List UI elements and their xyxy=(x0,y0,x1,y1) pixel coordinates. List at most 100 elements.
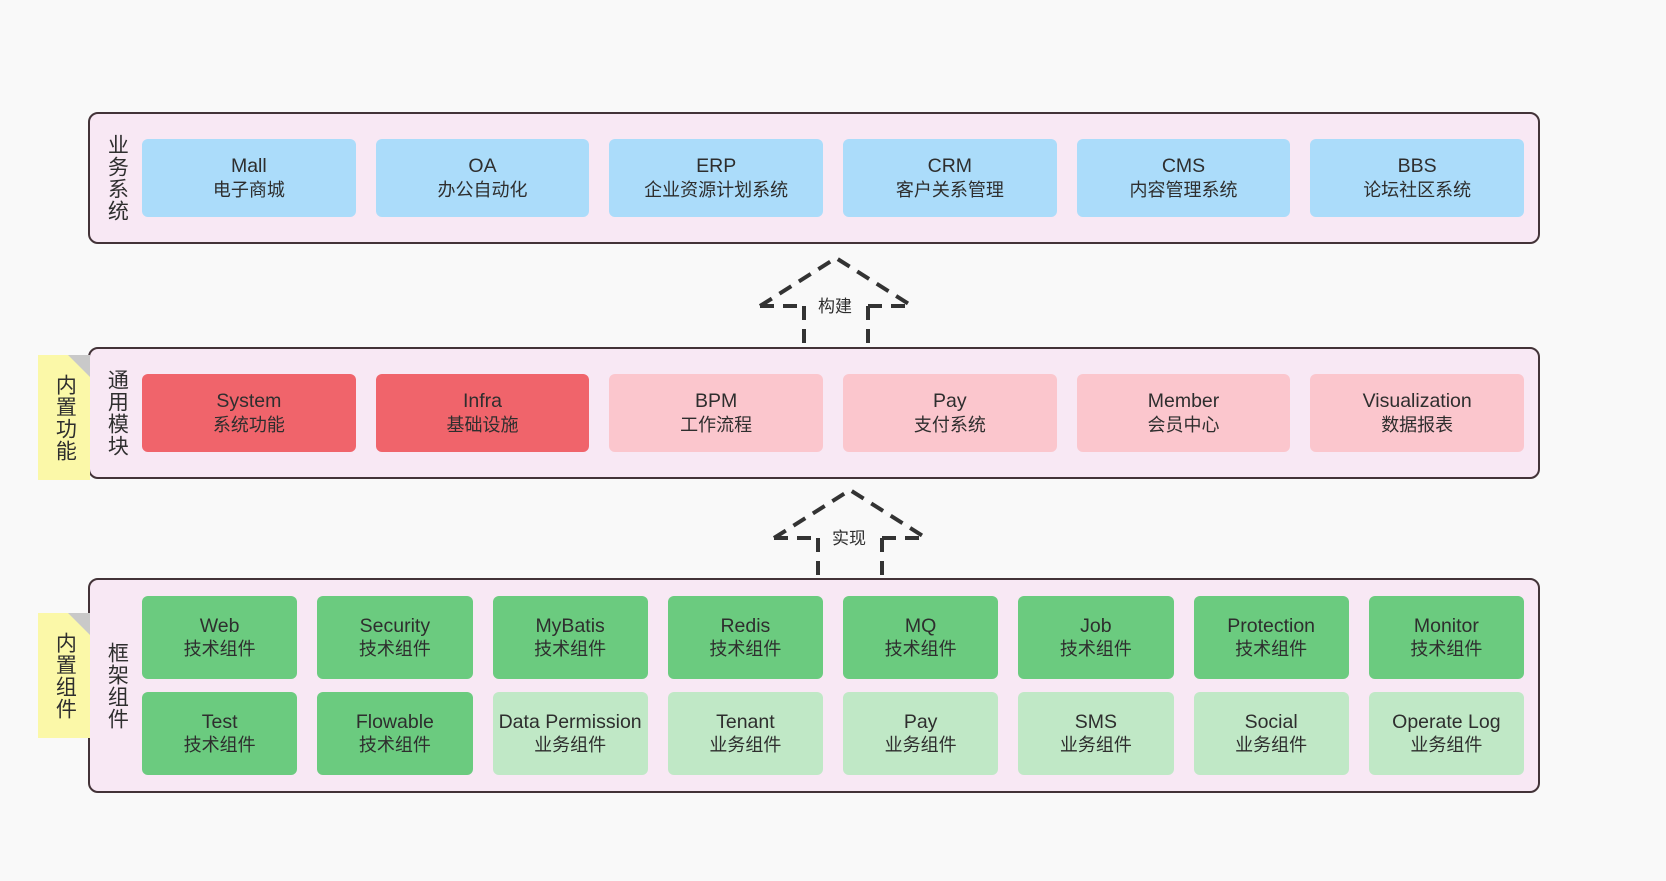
card-subtitle: 业务组件 xyxy=(1410,735,1483,756)
card-member[interactable]: Member 会员中心 xyxy=(1076,374,1291,452)
card-oa[interactable]: OA 办公自动化 xyxy=(375,139,590,217)
note-text: 内置组件 xyxy=(53,631,77,720)
layer-title-business-system: 业务系统 xyxy=(105,134,129,222)
layer-panel-business-system: 业务系统 Mall 电子商城 OA 办公自动化 ERP 企业资源计划系统 CRM… xyxy=(88,112,1540,244)
card-title: Web xyxy=(199,614,240,637)
card-subtitle: 技术组件 xyxy=(709,639,782,660)
card-title: System xyxy=(216,390,282,412)
card-row: System 系统功能 Infra 基础设施 BPM 工作流程 Pay 支付系统… xyxy=(142,374,1525,452)
card-title: Member xyxy=(1147,390,1220,412)
card-cms[interactable]: CMS 内容管理系统 xyxy=(1076,139,1291,217)
card-subtitle: 技术组件 xyxy=(534,639,607,660)
card-job[interactable]: Job 技术组件 xyxy=(1018,596,1174,679)
card-subtitle: 企业资源计划系统 xyxy=(644,179,789,200)
card-monitor[interactable]: Monitor 技术组件 xyxy=(1368,596,1524,679)
card-row: Test 技术组件 Flowable 技术组件 Data Permission … xyxy=(142,692,1524,775)
card-subtitle: 客户关系管理 xyxy=(895,179,1004,200)
layer-body-common-module: System 系统功能 Infra 基础设施 BPM 工作流程 Pay 支付系统… xyxy=(142,349,1538,477)
card-title: CMS xyxy=(1161,155,1206,177)
card-title: Pay xyxy=(903,710,938,733)
card-title: BPM xyxy=(695,390,738,412)
card-tenant[interactable]: Tenant 业务组件 xyxy=(667,692,823,775)
card-title: Flowable xyxy=(355,710,434,733)
connector-label-realize: 实现 xyxy=(832,529,866,548)
card-social[interactable]: Social 业务组件 xyxy=(1193,692,1349,775)
card-operate-log[interactable]: Operate Log 业务组件 xyxy=(1368,692,1524,775)
card-subtitle: 技术组件 xyxy=(358,735,431,756)
card-subtitle: 会员中心 xyxy=(1147,414,1220,435)
card-title: MyBatis xyxy=(535,614,605,637)
card-subtitle: 技术组件 xyxy=(884,639,957,660)
note-fold-corner-icon xyxy=(68,355,90,377)
card-title: Protection xyxy=(1227,614,1316,637)
card-mq[interactable]: MQ 技术组件 xyxy=(843,596,999,679)
card-subtitle: 技术组件 xyxy=(1410,639,1483,660)
card-title: Security xyxy=(359,614,431,637)
card-redis[interactable]: Redis 技术组件 xyxy=(667,596,823,679)
card-title: Infra xyxy=(462,390,503,412)
card-subtitle: 支付系统 xyxy=(913,414,986,435)
card-title: Visualization xyxy=(1362,390,1472,412)
card-subtitle: 内容管理系统 xyxy=(1129,179,1238,200)
card-title: Tenant xyxy=(716,710,775,733)
card-system[interactable]: System 系统功能 xyxy=(142,374,356,452)
card-mybatis[interactable]: MyBatis 技术组件 xyxy=(492,596,648,679)
card-web[interactable]: Web 技术组件 xyxy=(142,596,298,679)
card-title: Test xyxy=(201,710,238,733)
connector-realize: 实现 xyxy=(770,486,930,586)
card-title: ERP xyxy=(696,155,737,177)
note-text: 内置功能 xyxy=(53,373,77,462)
layer-panel-common-module: 通用模块 System 系统功能 Infra 基础设施 BPM 工作流程 Pay… xyxy=(88,347,1540,479)
card-subtitle: 业务组件 xyxy=(884,735,957,756)
card-subtitle: 技术组件 xyxy=(1059,639,1132,660)
card-data-permission[interactable]: Data Permission 业务组件 xyxy=(492,692,648,775)
layer-body-business-system: Mall 电子商城 OA 办公自动化 ERP 企业资源计划系统 CRM 客户关系… xyxy=(142,114,1538,242)
card-subtitle: 技术组件 xyxy=(1235,639,1308,660)
card-subtitle: 技术组件 xyxy=(358,639,431,660)
card-subtitle: 业务组件 xyxy=(709,735,782,756)
note-fold-corner-icon xyxy=(68,613,90,635)
card-flowable[interactable]: Flowable 技术组件 xyxy=(317,692,473,775)
card-sms[interactable]: SMS 业务组件 xyxy=(1018,692,1174,775)
card-row: Web 技术组件 Security 技术组件 MyBatis 技术组件 Redi… xyxy=(142,596,1524,679)
card-bpm[interactable]: BPM 工作流程 xyxy=(609,374,824,452)
card-subtitle: 电子商城 xyxy=(212,179,285,200)
card-row: Mall 电子商城 OA 办公自动化 ERP 企业资源计划系统 CRM 客户关系… xyxy=(142,139,1525,217)
card-title: Monitor xyxy=(1413,614,1479,637)
layer-title-common-module: 通用模块 xyxy=(105,369,129,457)
card-mall[interactable]: Mall 电子商城 xyxy=(142,139,356,217)
card-title: Mall xyxy=(230,155,267,177)
card-subtitle: 系统功能 xyxy=(212,414,285,435)
card-subtitle: 技术组件 xyxy=(183,735,256,756)
card-subtitle: 基础设施 xyxy=(446,414,519,435)
card-crm[interactable]: CRM 客户关系管理 xyxy=(843,139,1057,217)
card-title: Job xyxy=(1080,614,1112,637)
card-title: MQ xyxy=(904,614,937,637)
card-subtitle: 技术组件 xyxy=(183,639,256,660)
card-title: SMS xyxy=(1074,710,1117,733)
layer-body-framework-component: Web 技术组件 Security 技术组件 MyBatis 技术组件 Redi… xyxy=(142,580,1538,791)
card-visualization[interactable]: Visualization 数据报表 xyxy=(1310,374,1525,452)
card-title: Data Permission xyxy=(498,710,642,733)
connector-build: 构建 xyxy=(756,254,916,354)
card-title: Pay xyxy=(933,390,967,412)
card-title: OA xyxy=(468,155,497,177)
layer-panel-framework-component: 框架组件 Web 技术组件 Security 技术组件 MyBatis 技术组件… xyxy=(88,578,1540,793)
card-pay[interactable]: Pay 支付系统 xyxy=(843,374,1057,452)
card-infra[interactable]: Infra 基础设施 xyxy=(375,374,590,452)
card-pay-business[interactable]: Pay 业务组件 xyxy=(843,692,999,775)
card-test[interactable]: Test 技术组件 xyxy=(142,692,298,775)
card-security[interactable]: Security 技术组件 xyxy=(317,596,473,679)
card-title: Social xyxy=(1244,710,1298,733)
card-erp[interactable]: ERP 企业资源计划系统 xyxy=(609,139,824,217)
note-builtin-component: 内置组件 xyxy=(38,613,90,738)
card-bbs[interactable]: BBS 论坛社区系统 xyxy=(1310,139,1525,217)
card-subtitle: 业务组件 xyxy=(1235,735,1308,756)
card-subtitle: 办公自动化 xyxy=(437,179,528,200)
note-builtin-function: 内置功能 xyxy=(38,355,90,480)
card-title: Redis xyxy=(720,614,771,637)
card-subtitle: 业务组件 xyxy=(534,735,607,756)
card-protection[interactable]: Protection 技术组件 xyxy=(1193,596,1349,679)
card-subtitle: 数据报表 xyxy=(1381,414,1454,435)
